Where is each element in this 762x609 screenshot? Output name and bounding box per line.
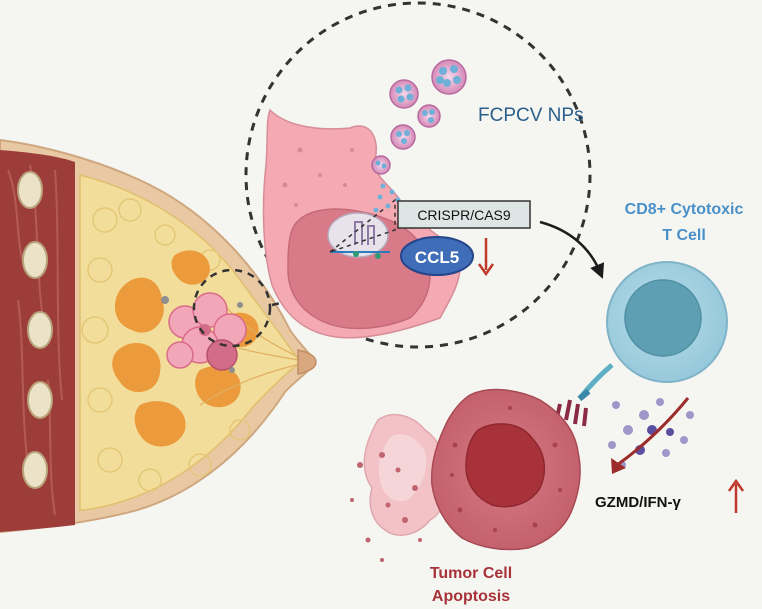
apoptosis-label-line2: Apoptosis [432, 588, 510, 605]
rib [22, 241, 48, 279]
rib [27, 311, 53, 349]
zoom-panel: FCPCV NPs CRISPR/CAS9 CCL5 [244, 1, 592, 349]
ccl5-badge [400, 236, 474, 276]
cytokine-granules [608, 398, 694, 469]
fat-lobules [81, 198, 251, 492]
crispr-label-box [397, 200, 531, 229]
cell-spots [282, 147, 354, 207]
t-cell-nucleus [624, 279, 702, 357]
nanoparticle-icon [389, 79, 419, 109]
nanoparticle-icon [431, 59, 467, 95]
tumor-cell-nucleus [465, 423, 546, 508]
nanoparticle-icon [417, 104, 441, 128]
t-cell-receptor-icon [554, 363, 614, 427]
down-arrow-icon [477, 238, 495, 277]
apoptotic-debris [350, 413, 446, 562]
nipple [297, 349, 317, 375]
zoom-source-circle [192, 268, 272, 348]
tumor-cell-spots [450, 406, 562, 532]
up-arrow-icon [727, 478, 745, 513]
tumor-cluster [161, 292, 247, 373]
nanoparticles [371, 59, 467, 213]
complex-pointer [329, 198, 396, 253]
nanoparticle-icon [390, 124, 416, 150]
tcell-label-line2: T Cell [662, 227, 706, 244]
cytokine-label: GZMD/IFN-γ [595, 494, 681, 511]
secretion-arrow [616, 397, 690, 467]
flow-arrow [539, 220, 605, 279]
rib [17, 171, 43, 209]
crispr-label: CRISPR/CAS9 [417, 207, 511, 223]
t-cell [606, 261, 728, 383]
tcell-label-line1: CD8+ Cytotoxic [625, 201, 744, 218]
secretion-arrow-head [611, 458, 626, 474]
breast-cross-section [0, 138, 317, 534]
cell-nucleus [287, 208, 431, 330]
apoptosis-label-line1: Tumor Cell [430, 565, 512, 582]
ccl5-label: CCL5 [415, 248, 459, 267]
rib [27, 381, 53, 419]
tumor-cell [430, 388, 581, 551]
ribs [17, 171, 53, 489]
crispr-complex-icon [327, 212, 390, 259]
rib [22, 451, 48, 489]
released-cargo [373, 183, 401, 213]
nanoparticle-label: FCPCV NPs [478, 105, 584, 126]
nanoparticle-icon [371, 155, 391, 175]
